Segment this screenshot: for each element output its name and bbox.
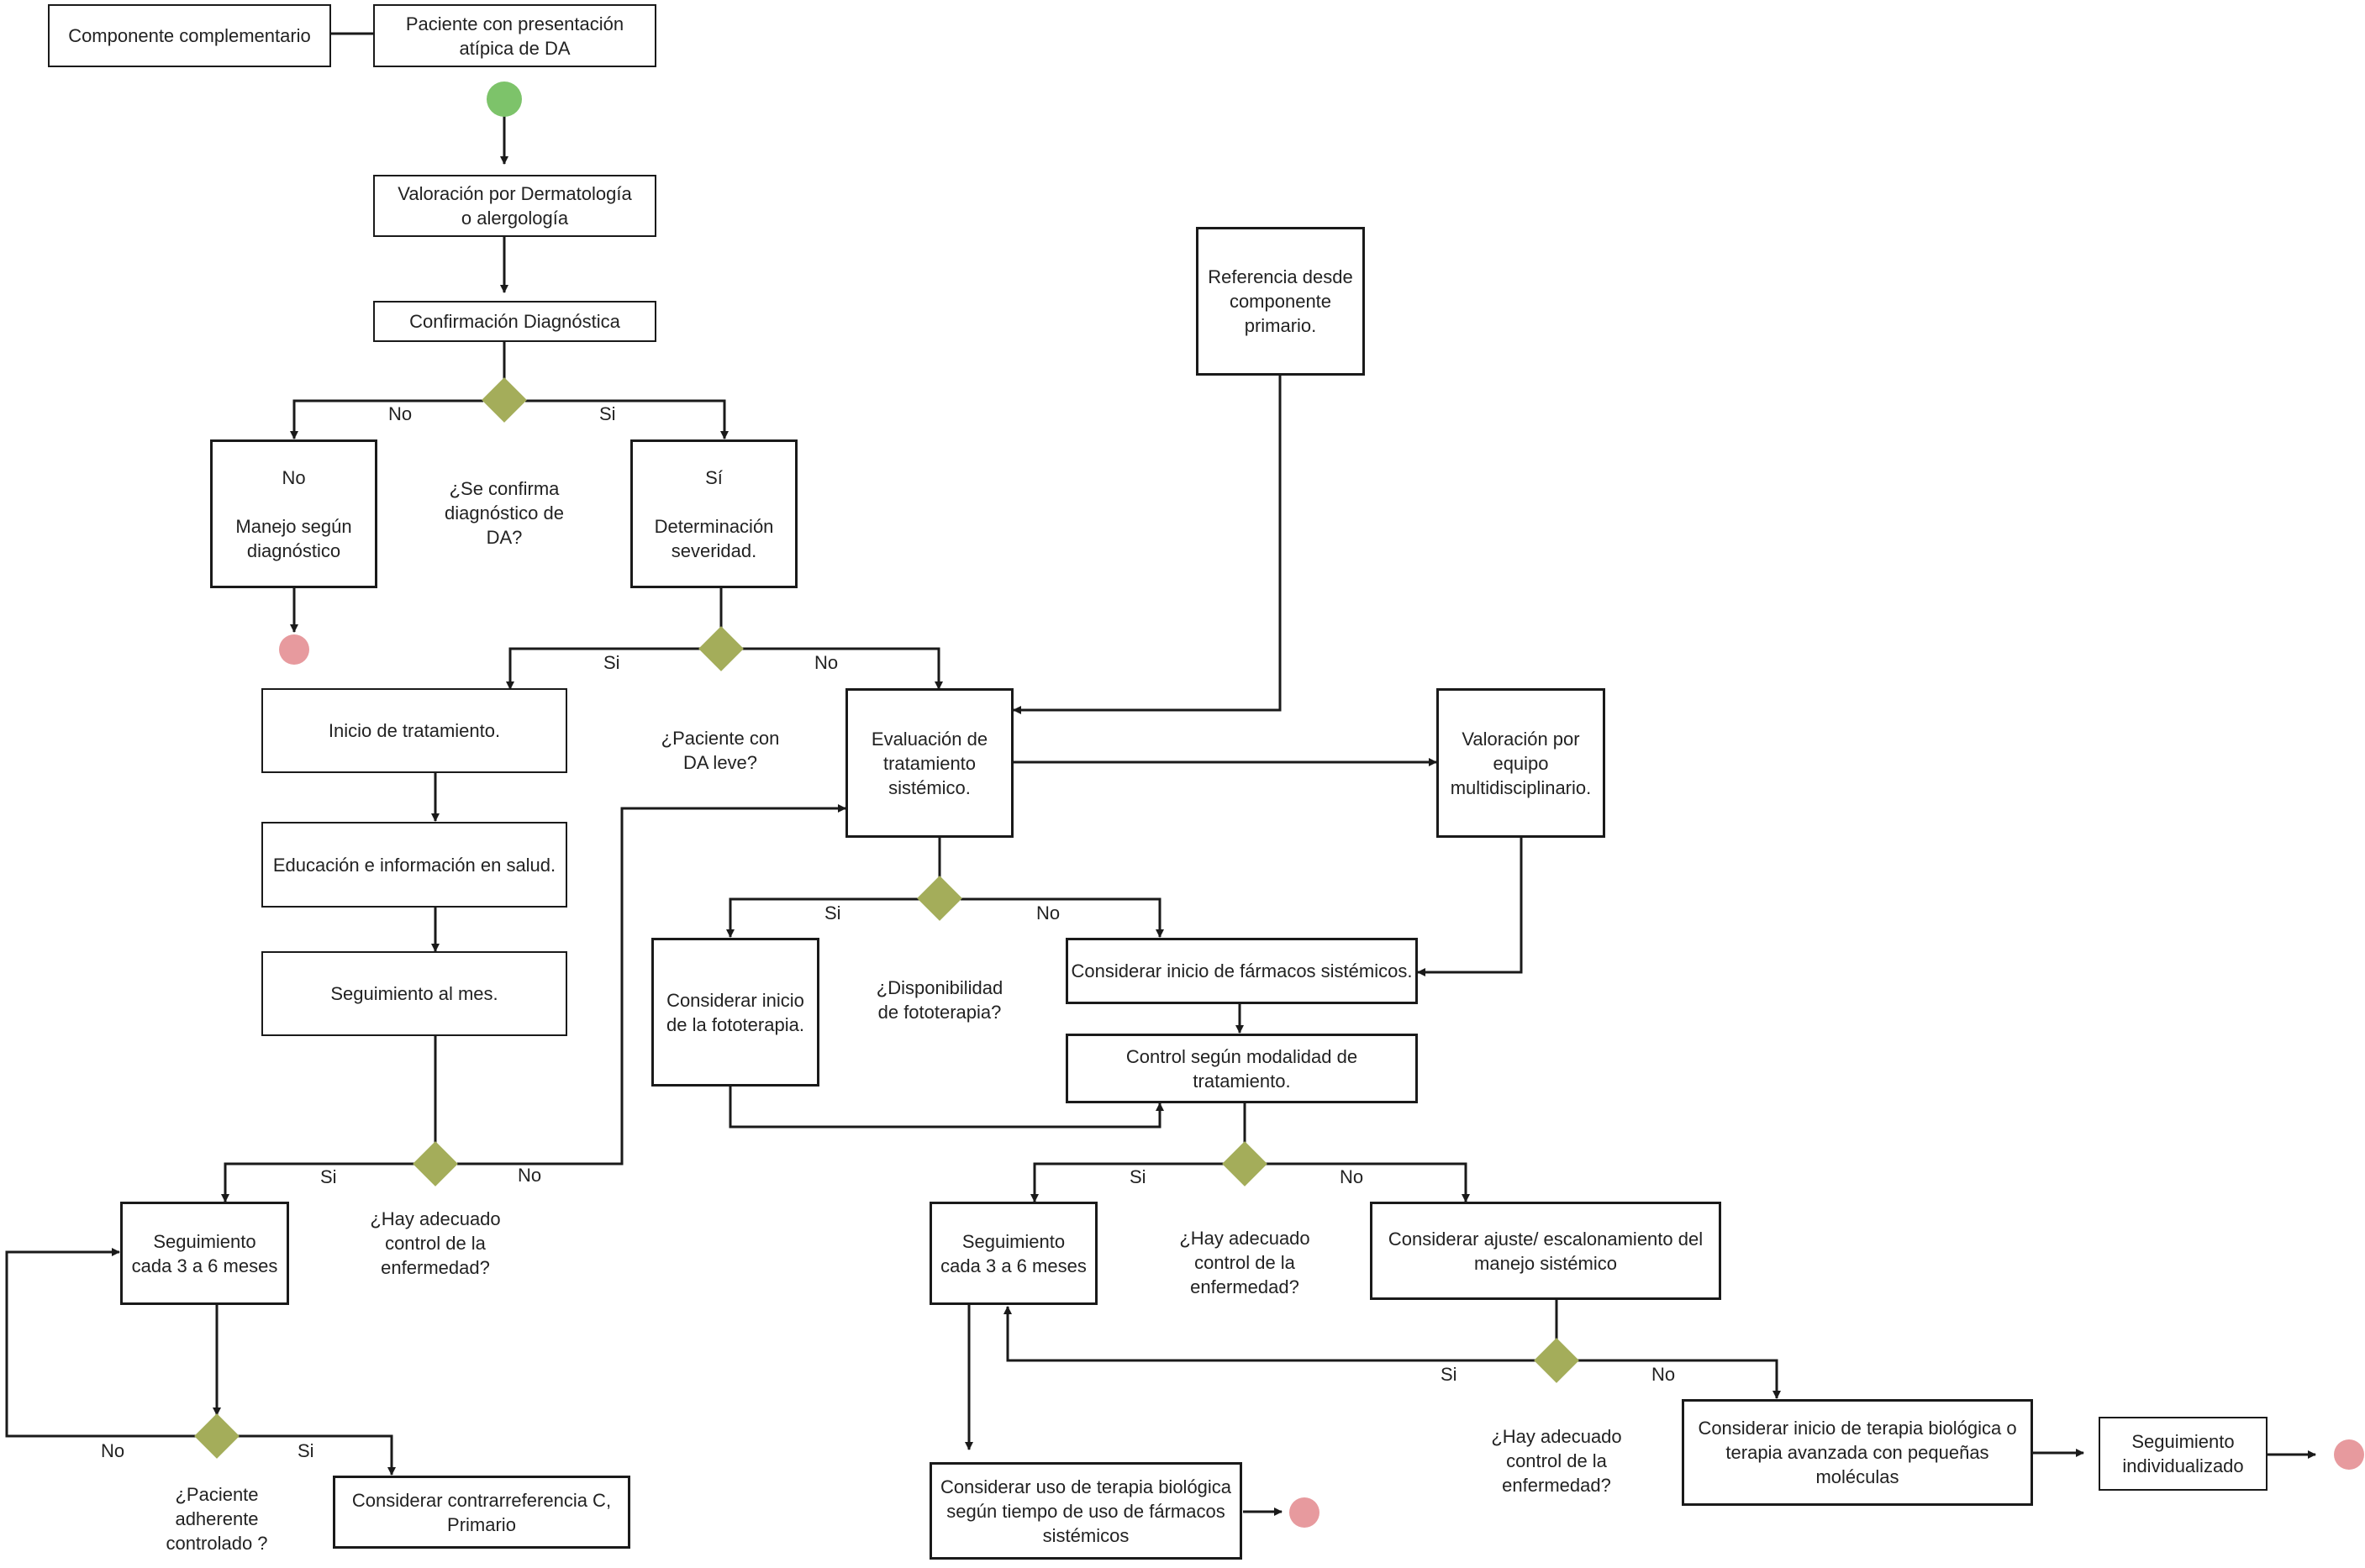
question-paciente-adherente: ¿Paciente adherente controlado ? (166, 1484, 268, 1554)
branch-label-si: Si (603, 652, 620, 673)
start-node (487, 82, 522, 117)
node-seguimiento-3-6-meses-left: Seguimiento cada 3 a 6 meses (120, 1202, 289, 1305)
branch-label-si: Si (298, 1440, 314, 1461)
question-control-left: ¿Hay adecuado control de la enfermedad? (370, 1208, 501, 1278)
branch-label-no: No (388, 403, 413, 424)
branch-label-si: Si (1130, 1166, 1146, 1187)
end-node-seguimiento-individualizado (2334, 1439, 2364, 1470)
node-considerar-ajuste-escalonamiento: Considerar ajuste/ escalonamiento del ma… (1370, 1202, 1721, 1300)
branch-label-si: Si (1441, 1364, 1457, 1385)
node-considerar-uso-terapia-biologica: Considerar uso de terapia biológica segú… (930, 1462, 1242, 1560)
branch-label-no: No (814, 652, 839, 673)
question-control-mid: ¿Hay adecuado control de la enfermedad? (1179, 1228, 1310, 1297)
node-referencia-componente-primario: Referencia desde componente primario. (1196, 227, 1365, 376)
branch-label-si: Si (824, 902, 841, 923)
branch-label-no: No (1036, 902, 1061, 923)
node-seguimiento-mes: Seguimiento al mes. (261, 951, 567, 1036)
node-considerar-contrarreferencia: Considerar contrarreferencia C, Primario (333, 1476, 630, 1549)
end-node-no-diagnosis (279, 634, 309, 665)
branch-label-no: No (1651, 1364, 1676, 1385)
branch-label-si: Si (320, 1166, 337, 1187)
node-valoracion-multidisciplinario: Valoración por equipo multidisciplinario… (1436, 688, 1605, 838)
branch-label-si: Si (599, 403, 616, 424)
node-confirmacion-diagnostica: Confirmación Diagnóstica (373, 301, 656, 342)
node-inicio-tratamiento: Inicio de tratamiento. (261, 688, 567, 773)
question-disponibilidad-fototerapia: ¿Disponibilidad de fototerapia? (876, 977, 1003, 1023)
end-node-terapia-biologica (1289, 1497, 1319, 1528)
node-educacion-salud: Educación e información en salud. (261, 822, 567, 908)
node-evaluacion-tratamiento-sistemico: Evaluación de tratamiento sistémico. (845, 688, 1014, 838)
node-no-manejo-diagnostico: No Manejo según diagnóstico (210, 439, 377, 588)
node-componente-complementario: Componente complementario (48, 4, 331, 67)
node-paciente-atipica: Paciente con presentación atípica de DA (373, 4, 656, 67)
node-considerar-inicio-terapia-biologica: Considerar inicio de terapia biológica o… (1682, 1399, 2033, 1506)
branch-label-no: No (518, 1165, 542, 1186)
node-seguimiento-individualizado: Seguimiento individualizado (2099, 1417, 2268, 1491)
node-valoracion-dermatologia: Valoración por Dermatología o alergologí… (373, 175, 656, 237)
question-control-right: ¿Hay adecuado control de la enfermedad? (1491, 1426, 1622, 1496)
question-paciente-leve: ¿Paciente con DA leve? (661, 728, 780, 773)
branch-label-no: No (1340, 1166, 1364, 1187)
node-considerar-fototerapia: Considerar inicio de la fototerapia. (651, 938, 819, 1087)
branch-label-no: No (101, 1440, 125, 1461)
question-confirma-diagnostico: ¿Se confirma diagnóstico de DA? (445, 478, 564, 548)
node-considerar-farmacos-sistemicos: Considerar inicio de fármacos sistémicos… (1066, 938, 1418, 1004)
node-si-determinacion-severidad: Sí Determinación severidad. (630, 439, 798, 588)
node-control-modalidad-tratamiento: Control según modalidad de tratamiento. (1066, 1034, 1418, 1103)
node-seguimiento-3-6-meses-mid: Seguimiento cada 3 a 6 meses (930, 1202, 1098, 1305)
